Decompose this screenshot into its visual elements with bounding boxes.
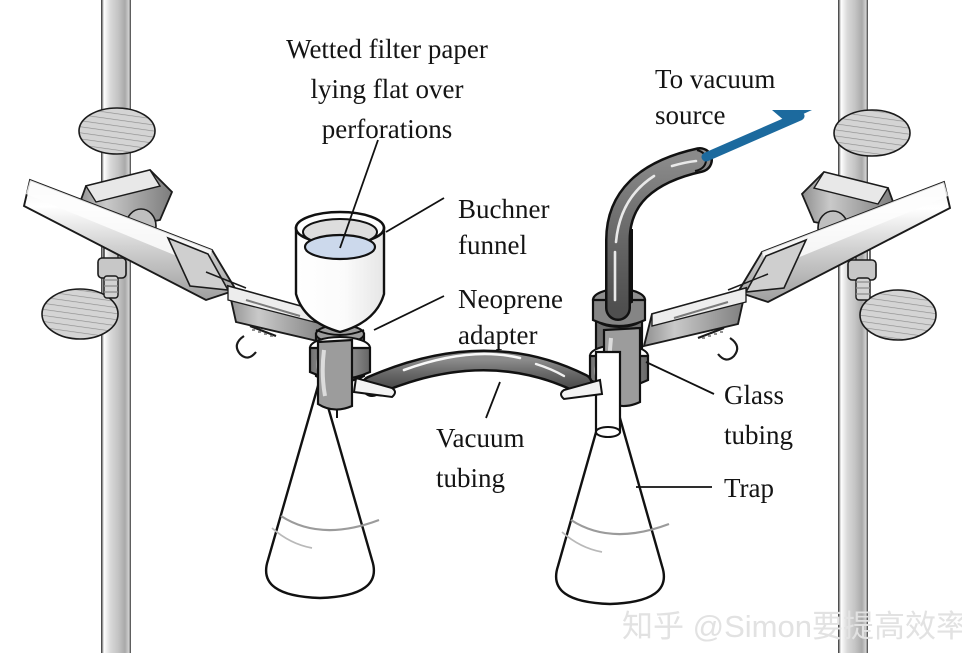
glass-tubing-line-2: tubing: [724, 420, 793, 450]
watermark: 知乎 @Simon要提高效率: [622, 609, 962, 644]
label-glass-tubing: Glass tubing: [724, 380, 793, 450]
trap-flask: [555, 374, 670, 606]
right-clamp-screw: [697, 326, 739, 361]
buchner-funnel-line-1: Buchner: [458, 194, 549, 224]
left-clamp-screw: [235, 324, 277, 359]
leader-vacuum-tubing: [485, 381, 501, 419]
neoprene-adapter-line-2: adapter: [458, 320, 537, 350]
leader-glass-tubing: [645, 361, 715, 395]
left-funnel-clamp: [226, 284, 332, 359]
right-upper-thumbscrew: [833, 109, 911, 157]
buchner-funnel: [294, 210, 386, 336]
left-clamp-arm: [22, 178, 247, 302]
left-support-stand: [22, 0, 332, 653]
label-trap: Trap: [724, 473, 774, 503]
right-lower-thumbscrew: [859, 289, 937, 341]
glass-tubing: [594, 350, 622, 438]
vacuum-source-line-2: source: [655, 100, 725, 130]
neoprene-adapter-line-1: Neoprene: [458, 284, 563, 314]
buchner-funnel-line-2: funnel: [458, 230, 527, 260]
filter-paper-line-2: lying flat over: [311, 74, 464, 104]
label-wetted-filter-paper: Wetted filter paper lying flat over perf…: [286, 34, 488, 144]
vacuum-tubing: [352, 349, 604, 401]
vacuum-tubing-line-1: Vacuum: [436, 423, 524, 453]
leader-neoprene-adapter: [373, 295, 445, 331]
filter-paper-line-1: Wetted filter paper: [286, 34, 488, 64]
label-buchner-funnel: Buchner funnel: [458, 194, 549, 260]
right-support-stand: [642, 0, 952, 653]
trap-line-1: Trap: [724, 473, 774, 503]
left-neck-collar: [316, 338, 354, 411]
vacuum-outlet-tube: [605, 147, 713, 321]
right-vertical-rod: [838, 0, 868, 653]
vacuum-flow-arrow: [701, 110, 812, 162]
trap-stopper-assembly: [588, 229, 650, 438]
label-neoprene-adapter: Neoprene adapter: [458, 284, 563, 350]
leader-filter-paper: [339, 139, 379, 249]
leader-lines: [339, 139, 715, 488]
left-upper-thumbscrew: [78, 107, 156, 155]
label-vacuum-tubing: Vacuum tubing: [436, 423, 524, 493]
tubing-left-connector: [352, 376, 396, 399]
tubing-right-connector: [560, 378, 604, 401]
left-lower-thumbscrew: [41, 288, 119, 340]
filter-paper-line-3: perforations: [322, 114, 452, 144]
label-to-vacuum-source: To vacuum source: [655, 64, 775, 130]
vacuum-tubing-line-2: tubing: [436, 463, 505, 493]
glass-tubing-line-1: Glass: [724, 380, 784, 410]
vacuum-source-line-1: To vacuum: [655, 64, 775, 94]
leader-buchner-funnel: [385, 197, 445, 233]
right-funnel-clamp: [642, 286, 748, 361]
